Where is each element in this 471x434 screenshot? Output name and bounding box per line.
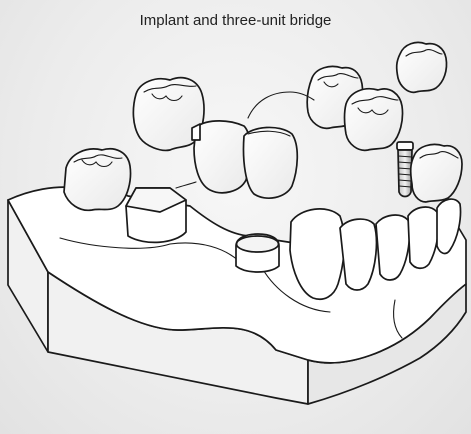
bridge-crown-premolar bbox=[243, 127, 297, 198]
prepared-stump bbox=[236, 234, 279, 272]
bridge-pontic bbox=[194, 121, 250, 193]
right-molar bbox=[411, 144, 462, 202]
floating-premolars bbox=[307, 66, 402, 150]
left-molar bbox=[64, 149, 131, 211]
lateral-incisor bbox=[340, 219, 376, 290]
implant-crown-floating bbox=[397, 42, 447, 92]
three-unit-bridge bbox=[133, 78, 297, 198]
prepared-abutment-tooth bbox=[126, 188, 186, 242]
